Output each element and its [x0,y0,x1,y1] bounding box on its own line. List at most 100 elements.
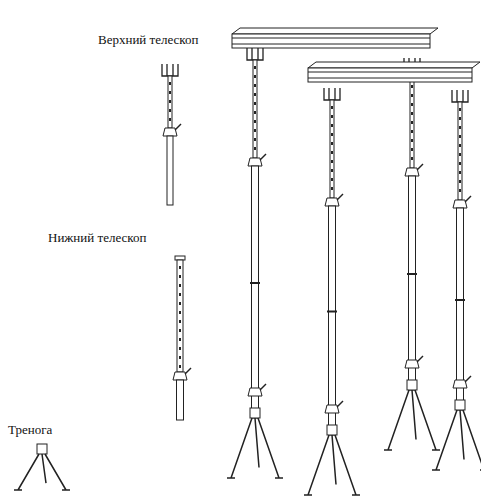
beam-top [232,28,438,34]
pin-hole [254,102,256,105]
pin-hole [411,148,413,151]
beam [232,34,430,48]
pin [465,376,471,382]
beam-flange [232,38,430,39]
pin-hole [331,178,333,181]
fork-head [162,64,178,76]
pin-hole [411,139,413,142]
beam-flange [308,78,472,79]
pin-hole [459,189,461,192]
tube [177,380,184,420]
tripod-clamp [250,408,260,418]
beam-top [308,62,480,68]
beam-flange [232,44,430,45]
pin [337,194,343,200]
tripod-legs [384,390,440,450]
pin-hole [459,135,461,138]
pin [337,401,343,407]
pin-hole [459,180,461,183]
pin-hole [331,151,333,154]
collar [327,311,337,313]
pin-hole [169,82,171,85]
pin-hole [459,144,461,147]
tripod-clamp [327,425,337,435]
pin-hole [179,329,181,332]
pin-hole [411,94,413,97]
pin-hole [459,153,461,156]
props [14,28,481,495]
tripod-legs [227,418,283,478]
pin-hole [459,171,461,174]
pin-hole [331,106,333,109]
pin-hole [179,338,181,341]
pin-hole [179,302,181,305]
pin-hole [331,142,333,145]
pin-hole [179,320,181,323]
fork-head [247,48,263,60]
pin-hole [254,84,256,87]
pin-hole [459,162,461,165]
tube [410,70,414,168]
tube [330,100,334,198]
fork-head [452,90,468,102]
pin-hole [411,112,413,115]
pin-hole [411,85,413,88]
pin-hole [179,347,181,350]
pin-hole [411,121,413,124]
tube [177,260,183,372]
collar [455,299,465,301]
pin [260,154,266,160]
pin-hole [254,147,256,150]
tube [409,176,416,390]
pin-hole [331,187,333,190]
pin-hole [179,293,181,296]
tripod-legs [304,435,360,495]
tripod-clamp [37,444,47,454]
tube-cap [175,256,185,260]
tube [167,136,173,205]
pin [465,196,471,202]
pin-hole [179,311,181,314]
pin-hole [254,111,256,114]
pin-hole [459,126,461,129]
part-label: Верхний телескоп [96,32,200,48]
pin [185,368,191,374]
tube [252,166,259,418]
pin-hole [179,284,181,287]
tube [458,102,462,200]
pin-hole [411,130,413,133]
pin-hole [169,100,171,103]
tube [329,206,336,435]
pin-hole [254,93,256,96]
pin-hole [169,118,171,121]
tube [168,76,172,128]
beam [308,68,472,82]
collar [407,273,417,275]
pin-hole [331,160,333,163]
pin-hole [169,109,171,112]
pin-hole [411,103,413,106]
pin-hole [459,108,461,111]
tripod-clamp [407,380,417,390]
pin [417,356,423,362]
part-label: Тренога [6,422,54,438]
fork-head [324,88,340,100]
pin-hole [169,91,171,94]
pin-hole [254,129,256,132]
pin-hole [179,365,181,368]
tripod-clamp [455,400,465,410]
pin [175,124,181,130]
pin-hole [254,138,256,141]
pin [417,164,423,170]
pin-hole [331,169,333,172]
pin-hole [411,157,413,160]
pin-hole [179,266,181,269]
pin [260,384,266,390]
pin-hole [254,120,256,123]
tube [253,60,257,158]
pin-hole [179,356,181,359]
pin-hole [254,66,256,69]
tripod-legs [14,454,70,490]
tripod-legs [432,410,481,470]
